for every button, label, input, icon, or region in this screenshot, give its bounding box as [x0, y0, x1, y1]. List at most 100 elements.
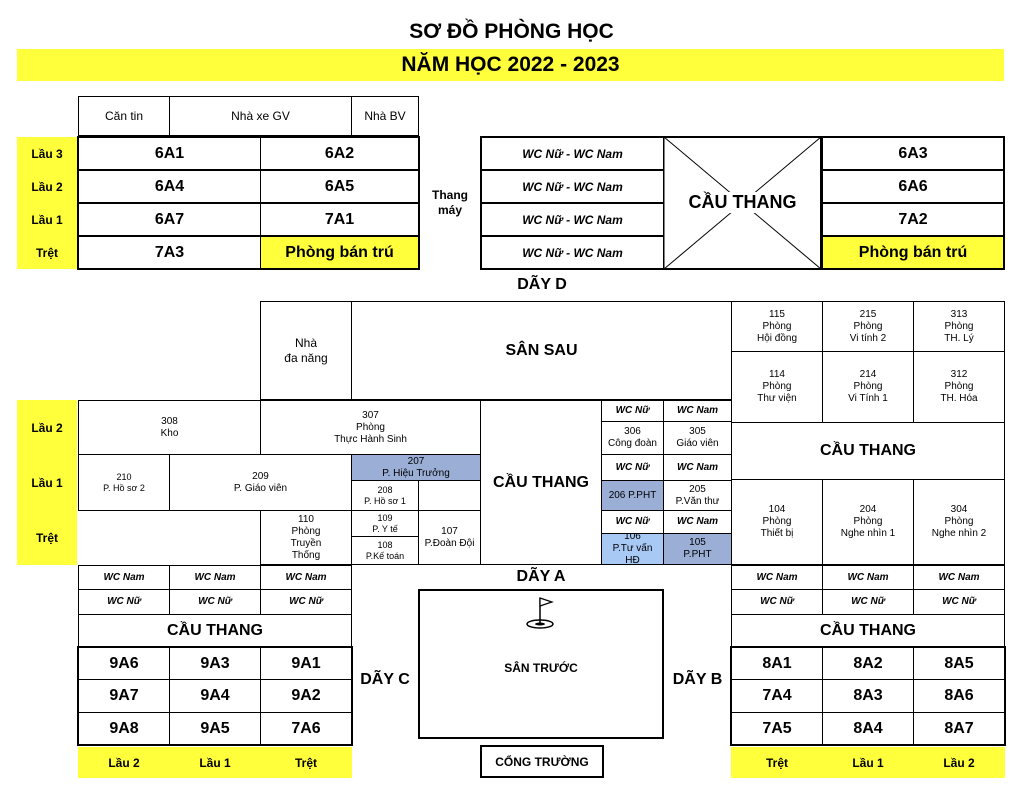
room-210: 210 P. Hồ sơ 2: [78, 454, 170, 511]
wc-nu-b1: WC Nữ: [731, 589, 823, 615]
room-205: 205 P.Văn thư: [663, 480, 732, 511]
wc-d-lau3: WC Nữ - WC Nam: [481, 137, 664, 170]
room-312: 312 Phòng TH. Hóa: [913, 351, 1005, 423]
floor-label-lau-2: Lầu 2: [17, 170, 77, 203]
page-title: SƠ ĐỒ PHÒNG HỌC: [409, 20, 614, 43]
wc-nu-b2: WC Nữ: [822, 589, 914, 615]
room-106: 106 P.Tư vấn HĐ: [601, 533, 664, 565]
wc-nam-lau1: WC Nam: [663, 454, 732, 481]
canteen: Căn tin: [78, 96, 170, 136]
room-8a3: 8A3: [822, 679, 914, 713]
wc-nam-b1: WC Nam: [731, 565, 823, 590]
room-304: 304 Phòng Nghe nhìn 2: [913, 479, 1005, 565]
stairs-day-c: CẦU THANG: [78, 614, 352, 647]
room-9a7: 9A7: [78, 679, 170, 713]
floor-label-tret: Trệt: [17, 236, 77, 269]
floor-label-c-tret: Trệt: [260, 747, 352, 778]
room-7a2: 7A2: [822, 203, 1004, 236]
room-7a6: 7A6: [260, 712, 352, 745]
floor-label-b-lau-1: Lầu 1: [822, 747, 914, 778]
floor-label-lau-1: Lầu 1: [17, 203, 77, 236]
wc-nu-c2: WC Nữ: [169, 589, 261, 615]
golf-flag-icon: [526, 597, 554, 629]
multipurpose-hall: Nhà đa năng: [260, 301, 352, 400]
room-214: 214 Phòng Vi Tính 1: [822, 351, 914, 423]
room-305: 305 Giáo viên: [663, 421, 732, 455]
stairs-center: CẦU THANG: [480, 400, 602, 565]
floor-label-b-lau-2: Lầu 2: [913, 747, 1005, 778]
room-6a1: 6A1: [78, 137, 261, 170]
stairs-label-day-d: CẦU THANG: [686, 191, 799, 213]
room-6a5: 6A5: [260, 170, 419, 203]
wc-nu-b3: WC Nữ: [913, 589, 1005, 615]
room-313: 313 Phòng TH. Lý: [913, 301, 1005, 352]
room-306: 306 Công đoàn: [601, 421, 664, 455]
room-209: 209 P. Giáo viên: [169, 454, 352, 511]
guard-house: Nhà BV: [351, 96, 419, 136]
room-104: 104 Phòng Thiết bị: [731, 479, 823, 565]
room-6a3: 6A3: [822, 137, 1004, 170]
room-9a1: 9A1: [260, 647, 352, 680]
room-8a6: 8A6: [913, 679, 1005, 713]
room-7a3: 7A3: [78, 236, 261, 269]
stairs-day-b: CẦU THANG: [731, 614, 1005, 647]
wc-nu-c3: WC Nữ: [260, 589, 352, 615]
wc-nu-lau2: WC Nữ: [601, 400, 664, 422]
room-207-principal: 207 P. Hiệu Trưởng: [351, 454, 481, 481]
front-yard: [418, 589, 664, 739]
wc-nam-c2: WC Nam: [169, 565, 261, 590]
room-8a1: 8A1: [731, 647, 823, 680]
wc-nam-c1: WC Nam: [78, 565, 170, 590]
room-110: 110 Phòng Truyền Thống: [260, 510, 352, 565]
room-109: 109 P. Y tế: [351, 510, 419, 537]
floor-label-b-tret: Trệt: [731, 747, 823, 778]
wc-nam-tret: WC Nam: [663, 510, 732, 534]
floor-label-lau-3: Lầu 3: [17, 137, 77, 170]
room-114: 114 Phòng Thư viện: [731, 351, 823, 423]
room-7a5: 7A5: [731, 712, 823, 745]
room-7a1: 7A1: [260, 203, 419, 236]
room-8a4: 8A4: [822, 712, 914, 745]
room-6a4: 6A4: [78, 170, 261, 203]
wc-nam-b2: WC Nam: [822, 565, 914, 590]
room-108: 108 P.Kế toán: [351, 536, 419, 565]
wc-nu-c1: WC Nữ: [78, 589, 170, 615]
room-ban-tru-left: Phòng bán trú: [260, 236, 419, 269]
room-9a2: 9A2: [260, 679, 352, 713]
room-308: 308 Kho: [78, 400, 261, 455]
floor-label-c-lau-1: Lầu 1: [169, 747, 261, 778]
room-204: 204 Phòng Nghe nhìn 1: [822, 479, 914, 565]
room-107: 107 P.Đoàn Đội: [418, 510, 481, 565]
room-9a5: 9A5: [169, 712, 261, 745]
wc-nam-c3: WC Nam: [260, 565, 352, 590]
room-307: 307 Phòng Thực Hành Sinh: [260, 400, 481, 455]
room-8a7: 8A7: [913, 712, 1005, 745]
wc-nu-lau1: WC Nữ: [601, 454, 664, 481]
room-208: 208 P. Hồ sơ 1: [351, 480, 419, 511]
wc-nam-lau2: WC Nam: [663, 400, 732, 422]
room-9a6: 9A6: [78, 647, 170, 680]
room-8a5: 8A5: [913, 647, 1005, 680]
floor-label-mid-tret: Trệt: [17, 510, 77, 565]
room-206: 206 P.PHT: [601, 480, 664, 511]
room-6a6: 6A6: [822, 170, 1004, 203]
floor-label-mid-lau-2: Lầu 2: [17, 400, 77, 455]
room-105: 105 P.PHT: [663, 533, 732, 565]
room-6a7: 6A7: [78, 203, 261, 236]
back-yard: SÂN SAU: [351, 301, 732, 400]
wc-d-lau1: WC Nữ - WC Nam: [481, 203, 664, 236]
wc-nam-b3: WC Nam: [913, 565, 1005, 590]
page-subtitle: NĂM HỌC 2022 - 2023: [17, 49, 1004, 81]
room-9a3: 9A3: [169, 647, 261, 680]
stairs-right: CẦU THANG: [731, 422, 1005, 480]
wc-d-lau2: WC Nữ - WC Nam: [481, 170, 664, 203]
room-7a4: 7A4: [731, 679, 823, 713]
day-b-label: DÃY B: [672, 671, 723, 688]
room-115: 115 Phòng Hội đồng: [731, 301, 823, 352]
room-6a2: 6A2: [260, 137, 419, 170]
day-d-label: DÃY D: [517, 276, 567, 293]
room-8a2: 8A2: [822, 647, 914, 680]
day-c-label: DÃY C: [360, 671, 410, 688]
wc-d-tret: WC Nữ - WC Nam: [481, 236, 664, 269]
elevator: Thang máy: [432, 188, 468, 217]
